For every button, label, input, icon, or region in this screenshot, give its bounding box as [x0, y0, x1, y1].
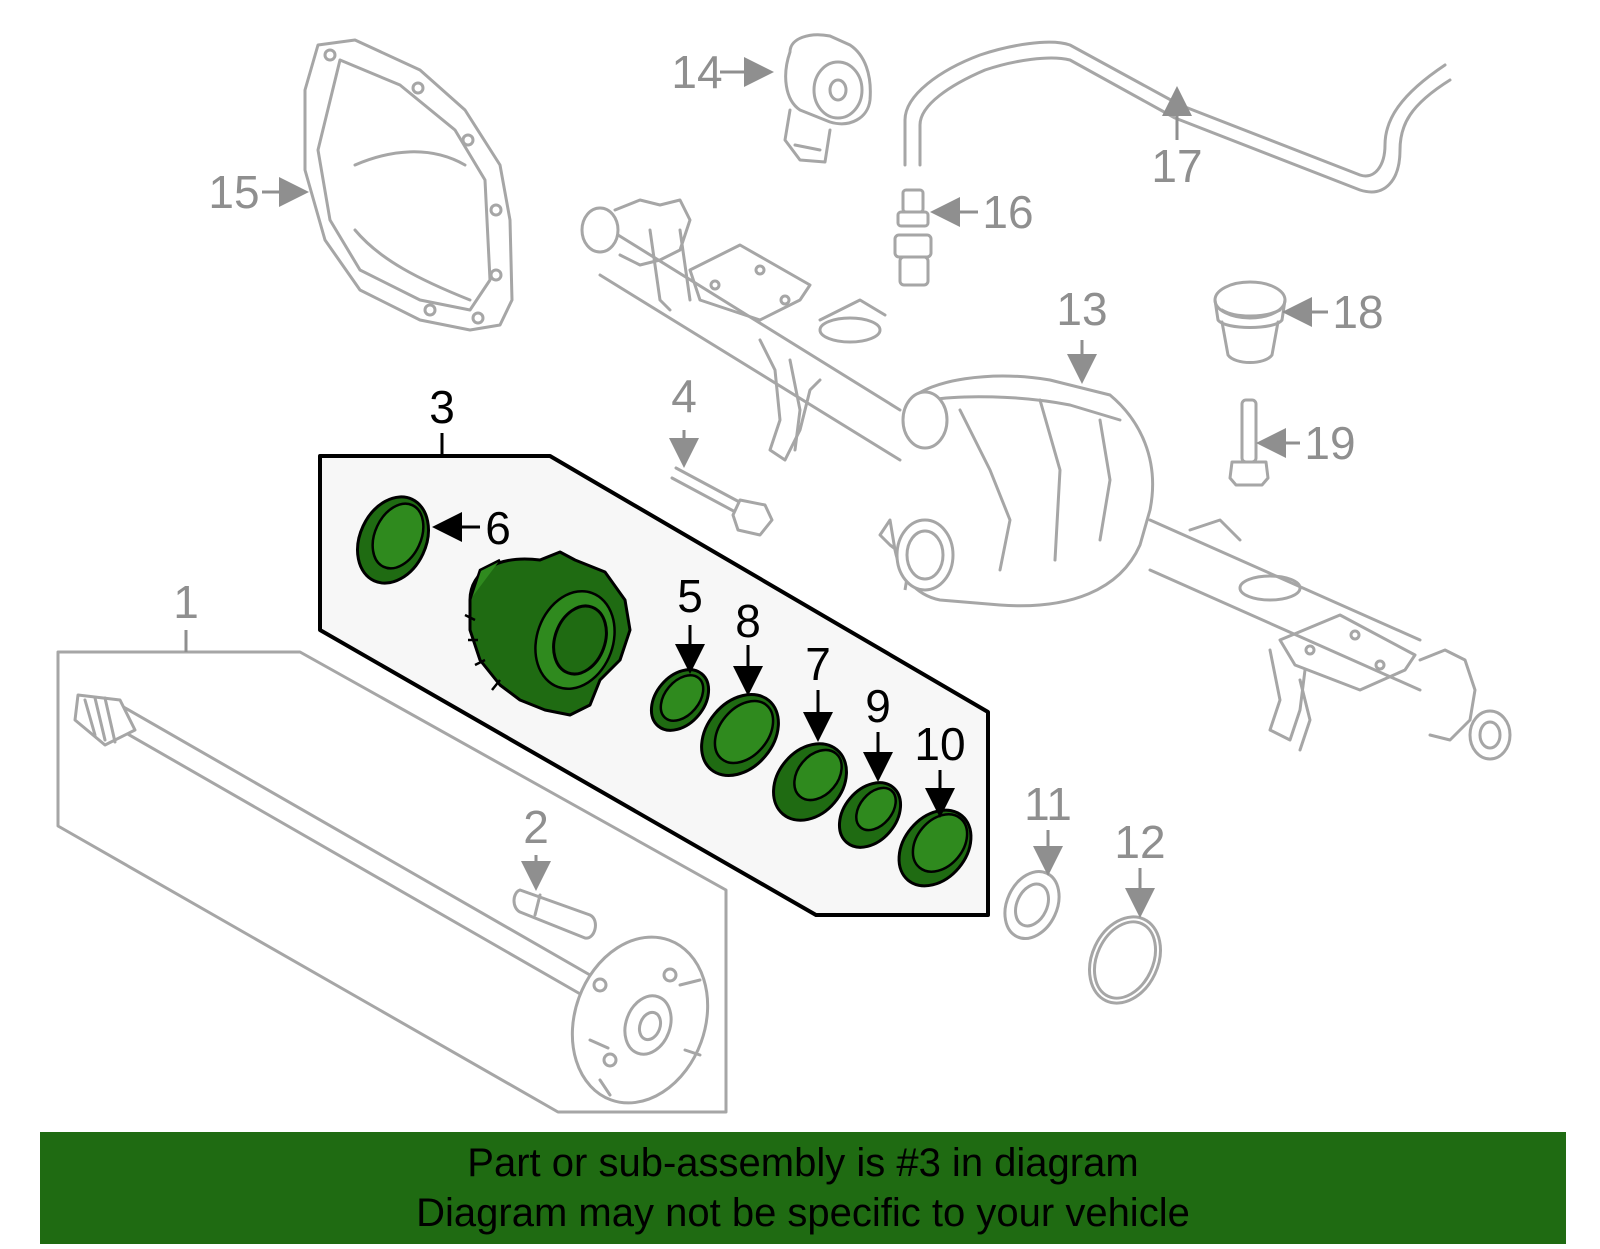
- callout-13: 13: [1056, 283, 1107, 335]
- callout-16: 16: [982, 186, 1033, 238]
- axle-seal: [1003, 870, 1061, 940]
- bolt-19: [1228, 398, 1270, 487]
- callout-17: 17: [1151, 140, 1202, 192]
- callout-8: 8: [735, 595, 761, 647]
- bolt-4: [670, 466, 774, 537]
- callout-3: 3: [429, 381, 455, 433]
- fill-plug: [1213, 280, 1287, 364]
- spacer-5: [649, 668, 711, 732]
- callout-18: 18: [1332, 286, 1383, 338]
- bearing-race-6: [356, 495, 430, 585]
- banner-line-2: Diagram may not be specific to your vehi…: [416, 1191, 1190, 1235]
- axle-housing: [580, 198, 1512, 761]
- callout-19: 19: [1304, 417, 1355, 469]
- callout-10: 10: [914, 718, 965, 770]
- callout-7: 7: [805, 638, 831, 690]
- vent-fitting: [893, 188, 933, 287]
- axle-shaft-box: [56, 650, 728, 1114]
- callout-numbers: 1 2 3 4 5 6 7 8 9 10 11 12 13 14 15 16 1…: [173, 46, 1383, 868]
- bearing-race-10: [897, 808, 973, 888]
- bearing-7: [772, 742, 848, 822]
- callout-2: 2: [523, 801, 549, 853]
- bearing-9: [837, 781, 903, 849]
- callout-6: 6: [485, 502, 511, 554]
- differential-cover: [303, 38, 514, 332]
- differential-case: [464, 550, 632, 717]
- callout-11: 11: [1024, 778, 1072, 830]
- info-banner: Part or sub-assembly is #3 in diagram Di…: [40, 1132, 1566, 1244]
- wheel-stud: [512, 888, 597, 940]
- leader-lines: [184, 57, 1328, 918]
- callout-9: 9: [865, 680, 891, 732]
- callout-12: 12: [1114, 816, 1165, 868]
- bearing-race-8: [700, 693, 780, 777]
- callout-1: 1: [173, 576, 199, 628]
- banner-line-1: Part or sub-assembly is #3 in diagram: [467, 1141, 1139, 1185]
- callout-4: 4: [671, 370, 697, 422]
- o-ring: [1088, 915, 1162, 1005]
- callout-14: 14: [671, 46, 722, 98]
- vent-hose: [903, 40, 1452, 194]
- callout-15: 15: [208, 166, 259, 218]
- callout-5: 5: [677, 570, 703, 622]
- mount-bushing: [783, 33, 872, 164]
